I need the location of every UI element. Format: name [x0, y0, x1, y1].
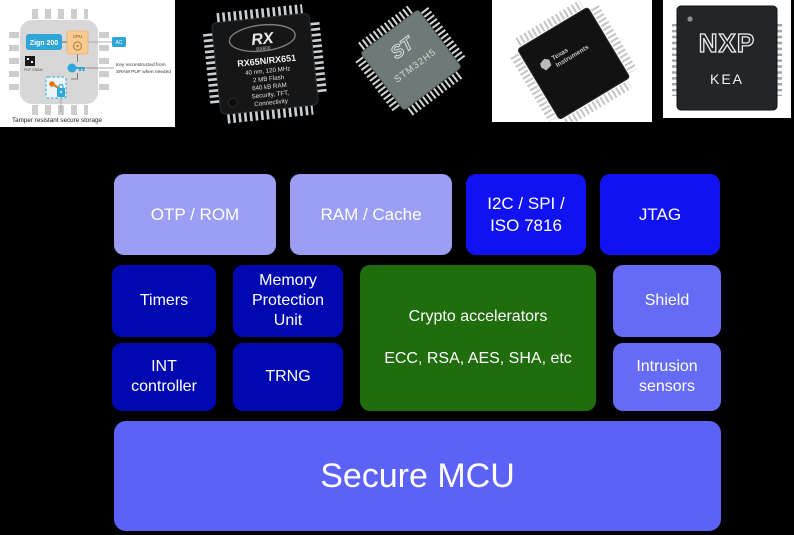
chip-body — [676, 5, 778, 111]
rx-logo-oval — [228, 23, 296, 53]
gear-icon — [72, 41, 83, 51]
zign-200-diagram-image: Zign 200 CPU AC PUF SRAM — [0, 0, 175, 127]
cpu-label: CPU — [73, 34, 83, 39]
block-label: Intrusion sensors — [636, 358, 698, 395]
block-crypto-accelerators: Crypto accelerators ECC, RSA, AES, SHA, … — [360, 265, 596, 411]
rx-spec5: Connectivity — [254, 98, 289, 109]
block-label: I2C / SPI / ISO 7816 — [487, 194, 565, 235]
chip-pins — [672, 24, 782, 96]
block-memory-protection-unit: Memory Protection Unit — [233, 265, 343, 337]
pin1-dot — [227, 97, 238, 108]
block-label: JTAG — [638, 204, 682, 224]
block-sublabel: ECC, RSA, AES, SHA, etc — [384, 350, 572, 367]
block-otp-rom: OTP / ROM — [114, 174, 276, 255]
chip-body — [361, 10, 461, 110]
nxp-kea-chip-image: NXP KEA — [663, 0, 791, 118]
block-secure-mcu: Secure MCU — [114, 421, 721, 531]
block-label: TRNG — [265, 368, 311, 385]
qr-code-icon — [25, 56, 35, 66]
connector-line — [71, 73, 78, 80]
block-label: Timers — [139, 292, 189, 309]
renesas-rx-chip: RX RX600 RX65N/RX651 40 nm, 120 MHz 2 MB… — [203, 4, 327, 124]
st-chip: ST STM32H5 — [355, 4, 467, 116]
ti-chip-image: Texas Instruments — [492, 0, 652, 122]
block-int-controller: INT controller — [112, 343, 216, 411]
block-label: Crypto accelerators — [408, 308, 548, 325]
key-note-line2: SRAM PUF when needed — [116, 69, 171, 75]
nxp-kea-chip: NXP KEA — [672, 5, 782, 111]
rx600-label: RX600 — [256, 45, 271, 51]
rx-spec2: 2 MB Flash — [253, 74, 285, 84]
st-chip-image: ST STM32H5 — [348, 4, 474, 116]
key-note-line1: Key reconstructed from — [116, 62, 166, 68]
block-i2c-spi-iso7816: I2C / SPI / ISO 7816 — [466, 174, 586, 255]
chip-pins — [510, 0, 637, 122]
zign-box — [26, 34, 62, 50]
chip-pins — [9, 9, 109, 115]
block-shield: Shield — [613, 265, 721, 337]
zign-200-diagram: Zign 200 CPU AC PUF SRAM — [9, 9, 171, 124]
chip-body — [211, 13, 319, 115]
block-label: OTP / ROM — [150, 204, 240, 224]
nxp-part-number: KEA — [710, 71, 744, 87]
rx-logo: RX — [250, 30, 275, 49]
ti-bug-icon — [540, 58, 552, 71]
pin1-dot — [687, 16, 693, 22]
ti-chip: Texas Instruments — [510, 0, 637, 122]
block-jtag: JTAG — [600, 174, 720, 255]
puf-sram-label: PUF SRAM — [24, 68, 43, 72]
chip-body — [518, 7, 630, 120]
ac-box — [112, 37, 126, 47]
renesas-rx-chip-image: RX RX600 RX65N/RX651 40 nm, 120 MHz 2 MB… — [188, 0, 340, 128]
block-label: RAM / Cache — [320, 204, 422, 224]
block-timers: Timers — [112, 265, 216, 337]
zign-label: Zign 200 — [30, 40, 59, 47]
ac-label: AC — [116, 40, 123, 46]
block-label: INT controller — [131, 358, 197, 395]
block-label: Secure MCU — [320, 456, 515, 495]
chip-pins — [355, 4, 467, 116]
chip-pins — [203, 4, 327, 124]
key-icon — [67, 63, 85, 73]
rx-spec1: 40 nm, 120 MHz — [245, 65, 291, 77]
lock-icon — [57, 83, 65, 97]
rx-spec3: 640 kB RAM — [252, 82, 287, 93]
nxp-logo: NXP — [699, 28, 755, 58]
block-trng: TRNG — [233, 343, 343, 411]
block-intrusion-sensors: Intrusion sensors — [613, 343, 721, 411]
block-label: Memory Protection Unit — [251, 272, 325, 329]
block-label: Shield — [644, 292, 690, 309]
block-ram-cache: RAM / Cache — [290, 174, 452, 255]
zign-caption: Tamper resistant secure storage — [12, 117, 102, 124]
rx-spec4: Security, TFT, — [251, 90, 289, 101]
